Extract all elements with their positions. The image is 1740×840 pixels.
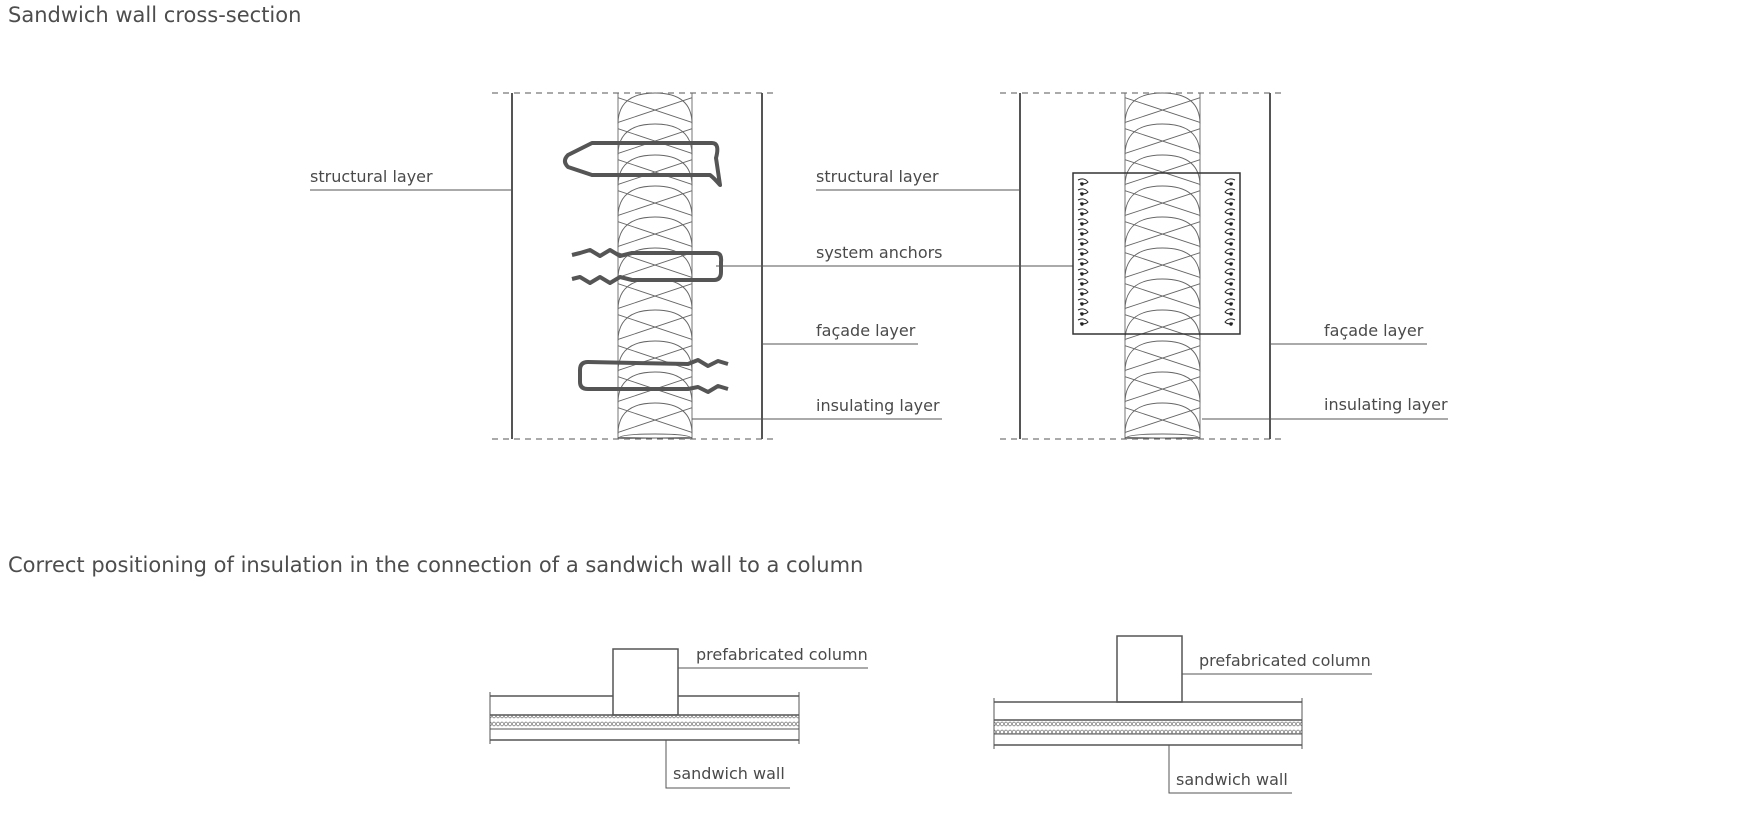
label-insulating-layer-right: insulating layer [1324,395,1448,414]
leader-wall-right [1168,745,1292,794]
leaders-left [310,189,1073,420]
insulation-band [617,92,693,440]
label-system-anchors: system anchors [816,243,943,262]
label-structural-layer-right: structural layer [816,167,939,186]
section-title-column-connection: Correct positioning of insulation in the… [8,553,864,577]
label-facade-layer-right: façade layer [1324,321,1424,340]
cross-section-right [1000,92,1286,440]
label-sandwich-wall-left: sandwich wall [673,764,785,783]
leaders-right [816,189,1448,420]
label-insulating-layer-left: insulating layer [816,396,940,415]
insulation-strip-left [489,714,800,730]
insulation-band-right [1124,92,1201,440]
label-prefabricated-column-left: prefabricated column [696,645,868,664]
anchor-plate-teeth [1077,178,1236,326]
prefabricated-column-left [612,648,679,716]
label-prefabricated-column-right: prefabricated column [1199,651,1371,670]
label-facade-layer-left: façade layer [816,321,916,340]
column-connection-left [489,648,868,789]
label-structural-layer-left: structural layer [310,167,433,186]
system-anchor-2 [571,248,724,285]
leader-wall-left [665,740,790,789]
system-anchor-plate [1072,172,1241,335]
label-sandwich-wall-right: sandwich wall [1176,770,1288,789]
insulation-strip-right [993,719,1303,735]
section-title-cross-section: Sandwich wall cross-section [8,3,302,27]
system-anchor-1 [563,141,722,187]
column-connection-right [993,635,1372,794]
system-anchor-3 [578,358,729,394]
cross-section-left [492,92,778,440]
prefabricated-column-right [1116,635,1183,703]
